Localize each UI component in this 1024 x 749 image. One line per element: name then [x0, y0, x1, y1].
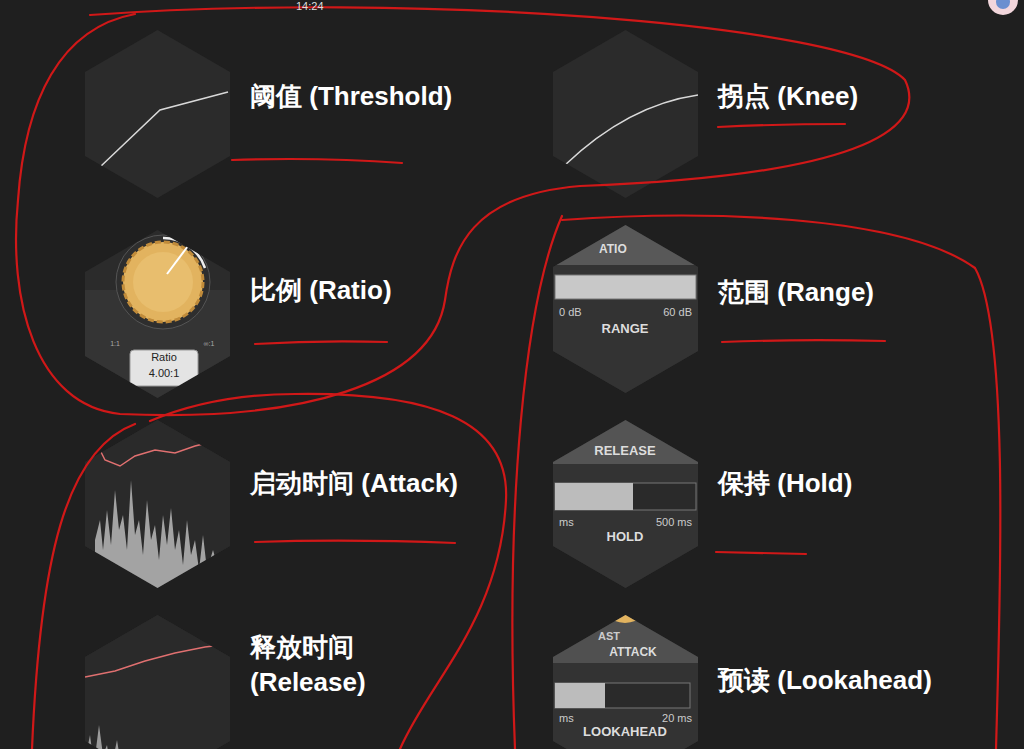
attack-waveform	[85, 420, 230, 588]
parameter-hex: 拐点 (Knee)	[553, 30, 698, 198]
control-text: 20 ms	[662, 712, 692, 725]
hex-shape	[85, 615, 230, 749]
red-underlines	[232, 124, 885, 554]
hex-shape	[553, 225, 698, 393]
control-text: LOOKAHEAD	[583, 725, 667, 740]
control-text: Ratio	[151, 351, 177, 364]
control-text: ∞:1	[204, 340, 215, 348]
parameter-label: 比例 (Ratio)	[250, 275, 392, 305]
control-text: 0 dB	[559, 306, 582, 319]
parameter-hex: 预读 (Lookahead)ASTATTACKms20 msLOOKAHEAD	[553, 615, 698, 749]
threshold-graph	[100, 92, 228, 167]
hex-outline	[85, 615, 230, 749]
parameter-hex: 保持 (Hold)RELEASEms500 msHOLD	[553, 420, 698, 588]
lookahead-panel	[553, 567, 698, 749]
control-text: HOLD	[607, 530, 644, 545]
hex-shape	[553, 420, 698, 588]
control-text: ATTACK	[609, 646, 657, 660]
parameter-hex: 启动时间 (Attack)	[85, 420, 230, 588]
hex-shape	[553, 30, 698, 198]
parameter-hex: 范围 (Range)ATIO0 dB60 dBRANGE	[553, 225, 698, 393]
parameter-label: 释放时间 (Release)	[250, 630, 400, 700]
control-text: 4.00:1	[149, 367, 180, 380]
hex-outline	[553, 30, 698, 198]
control-text: ATIO	[599, 243, 627, 257]
control-text: RANGE	[602, 322, 649, 337]
control-text: 500 ms	[656, 516, 692, 529]
parameter-label: 保持 (Hold)	[718, 468, 852, 498]
parameter-hex: 比例 (Ratio)Ratio4.00:11:1∞:1	[85, 230, 230, 398]
hex-shape	[553, 615, 698, 749]
avatar-icon	[988, 0, 1018, 15]
hold-panel	[553, 420, 698, 588]
parameter-hex: 阈值 (Threshold)	[85, 30, 230, 198]
ratio-knob	[85, 235, 230, 398]
release-waveform	[85, 615, 230, 749]
red-loops	[16, 7, 1000, 749]
knee-graph	[565, 95, 698, 165]
control-text: RELEASE	[594, 444, 655, 459]
parameter-hex: 释放时间 (Release)	[85, 615, 230, 749]
hex-outline	[85, 420, 230, 588]
parameter-label: 阈值 (Threshold)	[250, 81, 452, 111]
hex-shape	[85, 230, 230, 398]
control-text: ms	[559, 516, 574, 529]
parameter-label: 启动时间 (Attack)	[250, 468, 458, 498]
control-text: 1:1	[110, 340, 120, 348]
control-text: AST	[598, 630, 620, 643]
hex-outline	[85, 30, 230, 198]
clock-text: 14:24	[296, 0, 324, 12]
control-text: ms	[559, 712, 574, 725]
hex-shape	[85, 30, 230, 198]
parameter-label: 范围 (Range)	[718, 277, 874, 307]
hex-shape	[85, 420, 230, 588]
control-text: 60 dB	[663, 306, 692, 319]
range-panel	[553, 225, 698, 393]
parameter-label: 预读 (Lookahead)	[718, 665, 932, 695]
parameter-label: 拐点 (Knee)	[718, 81, 858, 111]
